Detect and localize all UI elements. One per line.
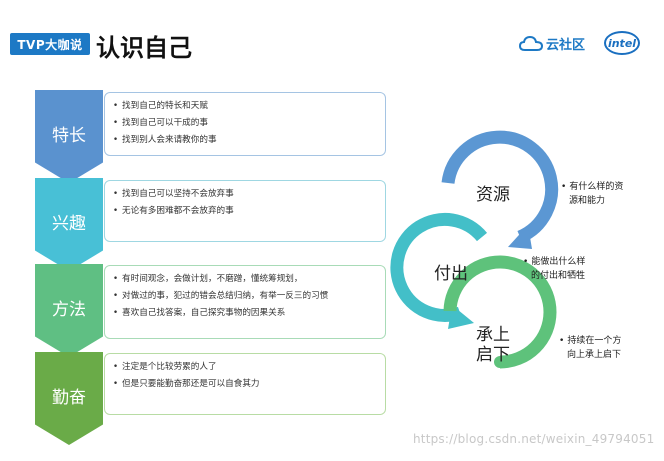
list-item: 对做过的事，犯过的错会总结归纳，有举一反三的习惯	[113, 288, 377, 305]
list-item: 喜欢自己找答案，自己探究事物的因果关系	[113, 305, 377, 322]
cloud-icon	[519, 35, 543, 51]
cycle-ring-resource	[441, 130, 559, 243]
cycle-node-continuity: 承上 启下	[476, 325, 510, 365]
bullet-icon: •	[523, 257, 529, 267]
list-item: 找到别人会来请教你的事	[113, 132, 377, 149]
chevron-strength: 特长	[35, 90, 103, 183]
watermark: https://blog.csdn.net/weixin_49794051	[413, 432, 655, 446]
chevron-label-interest: 兴趣	[52, 214, 86, 234]
node-line: 启下	[476, 345, 510, 365]
info-box-interest: 找到自己可以坚持不会放弃事 无论有多困难都不会放弃的事	[104, 180, 386, 242]
list-item: 找到自己可以干成的事	[113, 115, 377, 132]
note-line: 的付出和牺牲	[531, 271, 586, 281]
list-item: 注定是个比较劳累的人了	[113, 359, 377, 376]
cycle-ring-continuity	[443, 255, 557, 369]
cycle-ring-effort	[390, 213, 488, 322]
note-line: •持续在一个方	[559, 334, 621, 348]
cloud-brand-text: 云社区	[546, 38, 586, 53]
info-box-strength: 找到自己的特长和天赋 找到自己可以干成的事 找到别人会来请教你的事	[104, 92, 386, 156]
list-item: 找到自己可以坚持不会放弃事	[113, 186, 377, 203]
cycle-end-dot	[494, 356, 506, 368]
list-item: 找到自己的特长和天赋	[113, 98, 377, 115]
bullet-icon: •	[561, 182, 567, 192]
cycle-node-resource: 资源	[476, 185, 510, 205]
chevron-diligence: 勤奋	[35, 352, 103, 445]
note-text: 持续在一个方	[567, 336, 622, 346]
cycle-node-effort: 付出	[434, 264, 468, 284]
note-line: 源和能力	[569, 196, 606, 206]
note-effort: •能做出什么样 的付出和牺牲	[523, 255, 585, 283]
note-line: 向上承上启下	[567, 350, 622, 360]
info-box-method: 有时间观念，会做计划，不磨蹭，懂统筹规划， 对做过的事，犯过的错会总结归纳，有举…	[104, 265, 386, 339]
page-title: 认识自己	[96, 34, 192, 62]
node-line: 承上	[476, 325, 510, 345]
tvp-logo: TVP大咖说	[10, 33, 90, 55]
note-text: 能做出什么样	[531, 257, 586, 267]
chevron-method: 方法	[35, 264, 103, 357]
chevron-label-diligence: 勤奋	[52, 388, 86, 408]
list-item: 但是只要能勤奋那还是可以自食其力	[113, 376, 377, 393]
list-item: 无论有多困难都不会放弃的事	[113, 203, 377, 220]
chevron-interest: 兴趣	[35, 178, 103, 271]
cycle-diagram	[390, 130, 559, 369]
info-box-diligence: 注定是个比较劳累的人了 但是只要能勤奋那还是可以自食其力	[104, 353, 386, 415]
cloud-community-logo: 云社区	[519, 34, 585, 53]
arrowhead-resource	[508, 225, 532, 249]
list-item: 有时间观念，会做计划，不磨蹭，懂统筹规划，	[113, 271, 377, 288]
note-text: 有什么样的资	[569, 182, 624, 192]
chevron-label-method: 方法	[52, 300, 86, 320]
chevron-label-strength: 特长	[52, 126, 86, 146]
intel-logo: intel	[604, 31, 640, 55]
note-continuity: •持续在一个方 向上承上启下	[559, 334, 621, 362]
note-line: •能做出什么样	[523, 255, 585, 269]
note-line: •有什么样的资	[561, 180, 623, 194]
note-resource: •有什么样的资 源和能力	[561, 180, 623, 208]
bullet-icon: •	[559, 336, 565, 346]
